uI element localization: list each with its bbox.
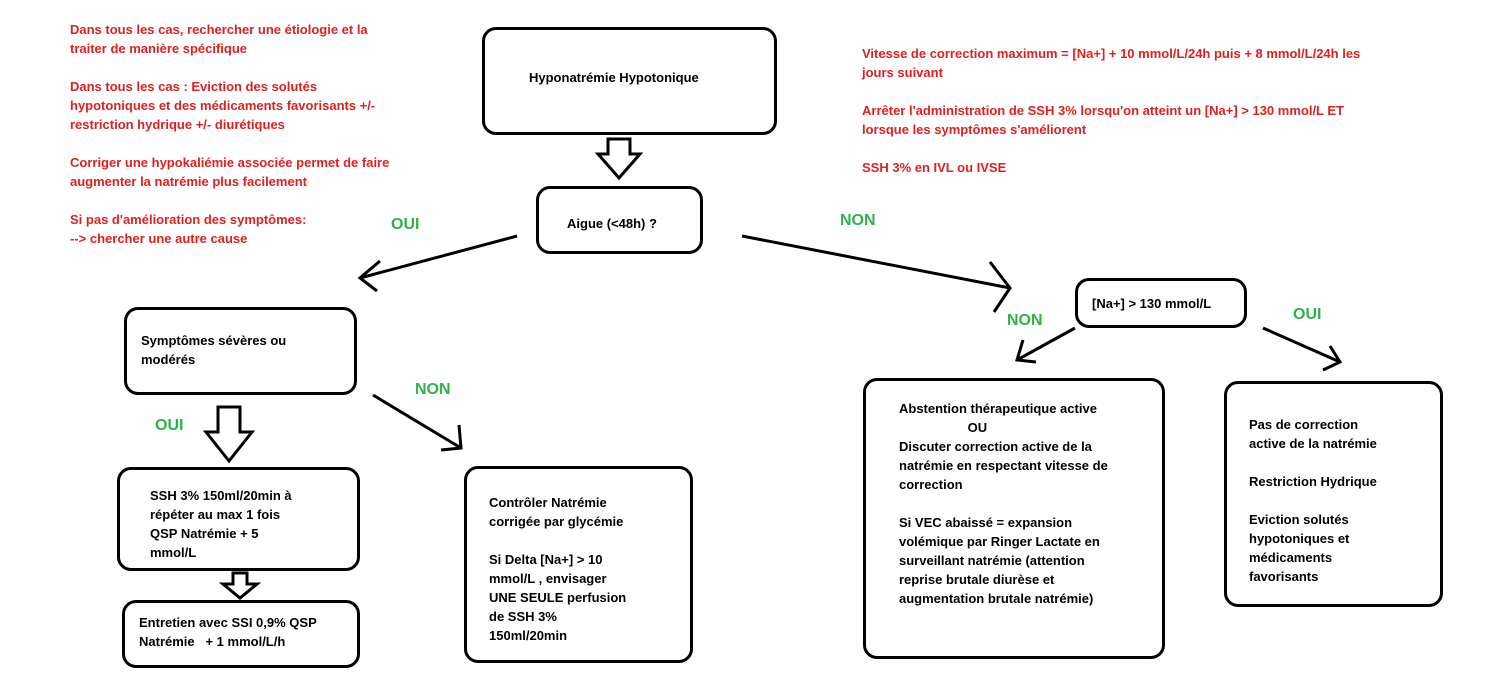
label-na-yes: OUI: [1293, 306, 1322, 323]
node-maintenance-line-2: Natrémie + 1 mmol/L/h: [139, 634, 286, 649]
node-abstention-line-4: natrémie en respectant vitesse de: [899, 458, 1108, 473]
node-ssh-line-1: SSH 3% 150ml/20min à: [150, 488, 292, 503]
node-acute: Aigue (<48h) ?: [536, 186, 703, 254]
note-eviction-line-1: Dans tous les cas : Eviction des solutés: [70, 79, 318, 94]
note-ssh-route: SSH 3% en IVL ou IVSE: [862, 160, 1007, 175]
node-ssh-line-2: répéter au max 1 fois: [150, 507, 281, 522]
node-maintenance: Entretien avec SSI 0,9% QSP Natrémie + 1…: [122, 600, 360, 668]
node-no-correction-line-7: hypotoniques et: [1249, 531, 1350, 546]
arrow-symptoms-no: [372, 393, 463, 452]
note-stop-ssh-line-1: Arrêter l'administration de SSH 3% lorsq…: [862, 103, 1344, 118]
node-abstention-line-1: Abstention thérapeutique active: [899, 401, 1097, 416]
node-no-correction-line-8: médicaments: [1249, 550, 1333, 565]
node-control: Contrôler Natrémie corrigée par glycémie…: [464, 466, 693, 663]
node-symptoms-line-1: Symptômes sévères ou: [141, 333, 287, 348]
note-stop-ssh-line-2: lorsque les symptômes s'améliorent: [862, 122, 1087, 137]
node-acute-label: Aigue (<48h) ?: [567, 216, 657, 231]
node-root-label: Hyponatrémie Hypotonique: [529, 70, 699, 85]
node-no-correction: Pas de correction active de la natrémie …: [1224, 381, 1443, 607]
node-na-threshold: [Na+] > 130 mmol/L: [1075, 278, 1247, 328]
node-no-correction-line-2: active de la natrémie: [1249, 436, 1377, 451]
node-symptoms-line-2: modérés: [141, 352, 196, 367]
label-symptoms-no: NON: [415, 381, 451, 398]
node-abstention-line-3: Discuter correction active de la: [899, 439, 1092, 454]
node-abstention-line-2: OU: [899, 420, 988, 435]
arrow-acute-yes: [357, 234, 518, 293]
label-symptoms-yes: OUI: [155, 417, 184, 434]
node-abstention-line-11: augmentation brutale natrémie): [899, 591, 1094, 606]
node-symptoms: Symptômes sévères ou modérés: [124, 307, 357, 395]
block-arrow-ssh-to-maintenance: [218, 571, 262, 600]
label-na-no: NON: [1007, 312, 1043, 329]
node-na-threshold-label: [Na+] > 130 mmol/L: [1092, 296, 1212, 311]
node-control-line-8: 150ml/20min: [489, 628, 568, 643]
node-ssh: SSH 3% 150ml/20min à répéter au max 1 fo…: [117, 467, 360, 571]
node-control-line-4: Si Delta [Na+] > 10: [489, 552, 603, 567]
note-eviction-line-2: hypotoniques et des médicaments favorisa…: [70, 98, 376, 113]
note-correction-speed-line-1: Vitesse de correction maximum = [Na+] + …: [862, 46, 1361, 61]
note-no-improvement-line-2: --> chercher une autre cause: [70, 231, 248, 246]
node-control-line-2: corrigée par glycémie: [489, 514, 624, 529]
node-no-correction-line-6: Eviction solutés: [1249, 512, 1349, 527]
node-ssh-line-4: mmol/L: [150, 545, 197, 560]
node-control-line-7: de SSH 3%: [489, 609, 557, 624]
node-abstention-line-10: reprise brutale diurèse et: [899, 572, 1055, 587]
node-control-line-1: Contrôler Natrémie: [489, 495, 607, 510]
node-no-correction-line-1: Pas de correction: [1249, 417, 1359, 432]
node-abstention-line-8: volémique par Ringer Lactate en: [899, 534, 1100, 549]
node-ssh-line-3: QSP Natrémie + 5: [150, 526, 259, 541]
node-control-line-5: mmol/L , envisager: [489, 571, 607, 586]
arrow-na-yes: [1262, 326, 1343, 372]
arrow-acute-no: [741, 234, 1012, 313]
note-etiology-line-2: traiter de manière spécifique: [70, 41, 248, 56]
note-correction-speed-line-2: jours suivant: [862, 65, 943, 80]
node-abstention-line-9: surveillant natrémie (attention: [899, 553, 1085, 568]
node-no-correction-line-9: favorisants: [1249, 569, 1319, 584]
label-acute-yes: OUI: [391, 216, 420, 233]
note-etiology-line-1: Dans tous les cas, rechercher une étiolo…: [70, 22, 368, 37]
arrow-na-no: [1015, 326, 1076, 364]
note-hypokalemia-line-1: Corriger une hypokaliémie associée perme…: [70, 155, 390, 170]
node-maintenance-line-1: Entretien avec SSI 0,9% QSP: [139, 615, 317, 630]
label-acute-no: NON: [840, 212, 876, 229]
note-no-improvement-line-1: Si pas d'amélioration des symptômes:: [70, 212, 307, 227]
node-control-line-6: UNE SEULE perfusion: [489, 590, 627, 605]
block-arrow-root-to-acute: [594, 137, 644, 181]
node-abstention-line-7: Si VEC abaissé = expansion: [899, 515, 1073, 530]
node-abstention: Abstention thérapeutique active OU Discu…: [863, 378, 1165, 659]
node-abstention-line-5: correction: [899, 477, 963, 492]
note-eviction-line-3: restriction hydrique +/- diurétiques: [70, 117, 285, 132]
note-hypokalemia-line-2: augmenter la natrémie plus facilement: [70, 174, 307, 189]
block-arrow-symptoms-to-ssh: [202, 405, 256, 464]
node-root: Hyponatrémie Hypotonique: [482, 27, 777, 135]
node-no-correction-line-4: Restriction Hydrique: [1249, 474, 1377, 489]
